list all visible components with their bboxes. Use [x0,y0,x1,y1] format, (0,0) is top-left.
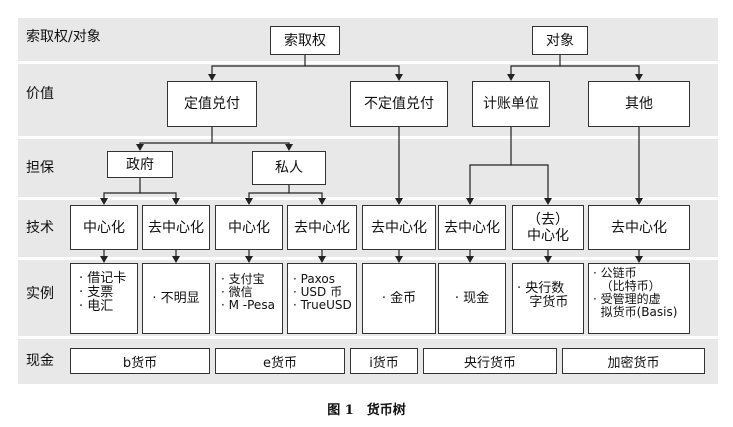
node-tech-8: 去中心化 [588,205,690,250]
node-tech-1: 中心化 [70,205,138,250]
example-box-6: · 现金 [438,263,506,334]
node-tech-6: 去中心化 [438,205,506,250]
node-government: 政府 [107,151,173,178]
node-other: 其他 [588,81,690,127]
example-box-5: · 金币 [362,263,436,334]
band-claim-object [18,18,718,61]
node-claim: 索取权 [270,26,340,55]
row-label-value: 价值 [26,86,54,102]
node-tech-3: 中心化 [215,205,283,250]
example-box-7: · 央行数 字货币 [512,263,584,334]
node-variable-redemption: 不定值兑付 [350,81,448,127]
node-tech-7: （去） 中心化 [512,205,584,250]
node-private: 私人 [252,151,326,185]
row-label-cash: 现金 [26,353,54,369]
cash-b-money: b货币 [70,348,210,374]
cash-i-money: i货币 [350,348,418,374]
example-box-2: · 不明显 [142,263,210,334]
figure-caption: 图 1 货币树 [327,403,406,418]
row-label-guarantee: 担保 [26,160,54,176]
example-box-3: · 支付宝 · 微信 · M -Pesa [215,263,283,334]
example-box-8: · 公链币 （比特币） · 受管理的虚 拟货币(Basis) [588,263,690,334]
row-label-tech: 技术 [26,220,54,236]
cash-e-money: e货币 [215,348,345,374]
node-tech-5: 去中心化 [362,205,436,250]
example-box-4: · Paxos · USD 币 · TrueUSD [287,263,357,334]
cash-crypto-money: 加密货币 [562,348,705,374]
cash-central-bank-money: 央行货币 [423,348,557,374]
node-tech-4: 去中心化 [287,205,357,250]
node-object: 对象 [532,26,588,55]
row-label-examples: 实例 [26,286,54,302]
row-label-claim-object: 索取权/对象 [26,29,101,45]
example-box-1: · 借记卡 · 支票 · 电汇 [70,263,138,334]
node-fixed-redemption: 定值兑付 [167,81,257,127]
node-unit-of-account: 计账单位 [472,81,550,127]
node-tech-2: 去中心化 [142,205,210,250]
